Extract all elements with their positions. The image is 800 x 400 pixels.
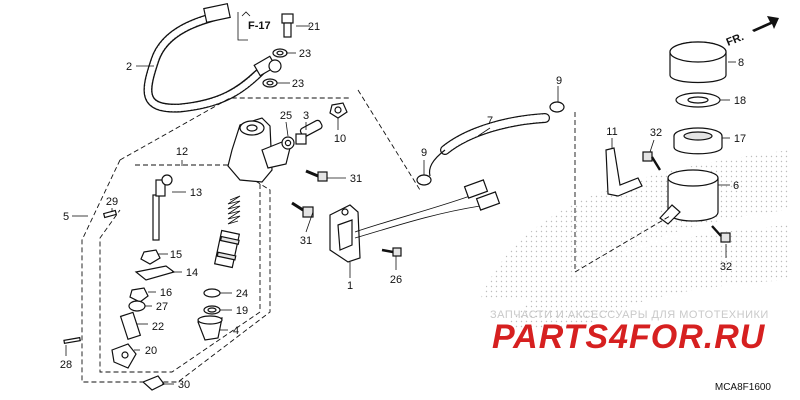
callout-27: 27 <box>156 301 168 313</box>
front-direction-indicator: FR. <box>725 16 779 49</box>
boot-plate[interactable] <box>134 265 176 281</box>
callout-22: 22 <box>152 321 164 333</box>
push-rod[interactable] <box>152 174 173 241</box>
watermark-caption: ЗАПЧАСТИ И АКСЕССУАРЫ ДЛЯ МОТОТЕХНИКИ <box>490 309 769 321</box>
brake-hose[interactable] <box>143 2 282 113</box>
circlip[interactable] <box>203 305 221 315</box>
stop-switch-bracket[interactable] <box>329 204 361 263</box>
hose-clamp-upper[interactable] <box>549 101 565 113</box>
callout-10: 10 <box>334 133 346 145</box>
dust-boot[interactable] <box>197 315 223 341</box>
reservoir-cap[interactable] <box>669 41 727 84</box>
flange-bolt-lower[interactable] <box>291 201 314 218</box>
callout-6: 6 <box>733 180 739 192</box>
callout-13: 13 <box>190 187 202 199</box>
reservoir-stay[interactable] <box>605 147 643 197</box>
leader-lines <box>65 25 736 385</box>
callout-4: 4 <box>233 325 239 337</box>
pin[interactable] <box>102 209 118 219</box>
callout-labels: 1 2 3 4 5 6 7 8 9 9 10 11 12 13 14 15 16… <box>60 21 746 391</box>
watermark-wing-logo <box>480 150 790 330</box>
diagram-code: MCA8F1600 <box>715 382 772 393</box>
rod-joint[interactable] <box>111 343 137 369</box>
switch-screw[interactable] <box>381 247 402 257</box>
clevis-pin[interactable] <box>63 336 81 345</box>
hose-clamp-lower[interactable] <box>416 174 432 186</box>
front-arrow-icon <box>752 16 779 32</box>
reservoir-plate[interactable] <box>675 92 721 108</box>
callout-23-upper: 23 <box>299 48 311 60</box>
ref-section-f17[interactable]: F-17 <box>237 11 271 41</box>
callout-28: 28 <box>60 359 72 371</box>
master-cylinder-body[interactable] <box>227 117 291 183</box>
stay-bolt[interactable] <box>642 151 662 171</box>
callout-26: 26 <box>390 274 402 286</box>
callout-32-lower: 32 <box>720 261 732 273</box>
nut-15[interactable] <box>140 249 161 265</box>
callout-14: 14 <box>186 267 198 279</box>
watermark-brand: PARTS4FOR.RU <box>492 318 766 356</box>
callout-11: 11 <box>606 126 617 138</box>
stop-switch-wire[interactable] <box>354 179 501 239</box>
direction-label: FR. <box>725 31 746 49</box>
brake-fluid-reservoir[interactable] <box>659 169 719 225</box>
flange-bolt-upper[interactable] <box>305 169 328 182</box>
cotter-pin[interactable] <box>141 375 165 391</box>
adjuster-sleeve[interactable] <box>119 311 142 341</box>
reservoir-bolt[interactable] <box>711 225 731 243</box>
callout-5: 5 <box>63 211 69 223</box>
callout-15: 15 <box>170 249 182 261</box>
joint-nut[interactable] <box>128 300 146 312</box>
callout-16: 16 <box>160 287 172 299</box>
callout-24: 24 <box>236 288 248 300</box>
callout-2: 2 <box>126 61 132 73</box>
callout-9-lower: 9 <box>421 147 427 159</box>
callout-1: 1 <box>347 280 353 292</box>
callout-19: 19 <box>236 305 248 317</box>
washer-24[interactable] <box>203 288 221 298</box>
callout-32-upper: 32 <box>650 127 662 139</box>
reservoir-hose[interactable] <box>428 113 550 177</box>
callout-18: 18 <box>734 95 746 107</box>
reservoir-diaphragm[interactable] <box>673 127 723 155</box>
callout-12: 12 <box>176 146 188 158</box>
callout-8: 8 <box>738 57 744 69</box>
bolt-10[interactable] <box>329 102 348 119</box>
lock-nut[interactable] <box>129 287 149 303</box>
o-ring[interactable] <box>281 136 295 150</box>
callout-23-lower: 23 <box>292 78 304 90</box>
sealing-washer-lower[interactable] <box>262 78 278 88</box>
connector-joint[interactable] <box>295 119 323 145</box>
callout-29: 29 <box>106 196 118 208</box>
sealing-washer-upper[interactable] <box>272 48 288 58</box>
callout-9-upper: 9 <box>556 75 562 87</box>
callout-30: 30 <box>178 379 190 391</box>
master-cylinder-spring[interactable] <box>227 195 241 225</box>
callout-3: 3 <box>303 110 309 122</box>
callout-31-upper: 31 <box>350 173 362 185</box>
callout-31-lower: 31 <box>300 235 312 247</box>
piston[interactable] <box>213 229 241 269</box>
callout-17: 17 <box>734 133 746 145</box>
callout-7: 7 <box>487 115 493 127</box>
callout-25: 25 <box>280 110 292 122</box>
ref-section-label: F-17 <box>248 20 271 32</box>
callout-21: 21 <box>308 21 320 33</box>
callout-20: 20 <box>145 345 157 357</box>
oil-bolt[interactable] <box>281 13 294 38</box>
